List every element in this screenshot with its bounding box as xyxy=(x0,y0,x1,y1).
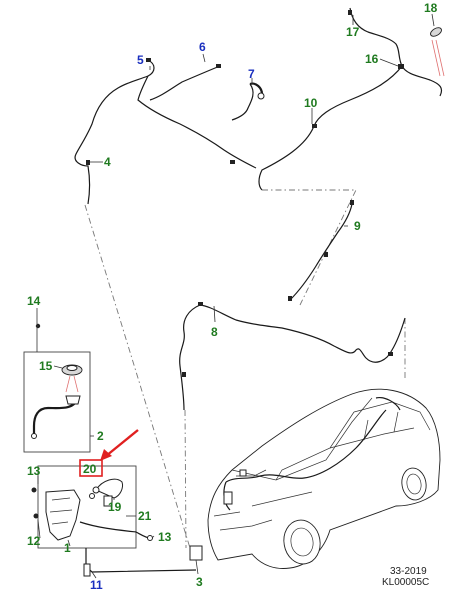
callout-3: 3 xyxy=(196,575,203,589)
callout-5: 5 xyxy=(137,53,144,67)
filler-neck-group xyxy=(23,308,91,453)
callout-20: 20 xyxy=(83,462,97,476)
callout-14: 14 xyxy=(27,294,41,308)
phantom-lines xyxy=(84,189,406,549)
callout-6: 6 xyxy=(199,40,206,54)
callout-13-upper: 13 xyxy=(27,464,41,478)
callout-15: 15 xyxy=(39,359,53,373)
vehicle-illustration xyxy=(207,388,441,569)
reference-year: 33-2019 xyxy=(390,566,427,577)
callout-1: 1 xyxy=(64,541,71,555)
callout-13-lower: 13 xyxy=(158,530,172,544)
reference-code: KL00005C xyxy=(382,577,430,588)
callout-2: 2 xyxy=(97,429,104,443)
callout-11: 11 xyxy=(90,578,103,590)
washer-hose-side xyxy=(179,203,406,411)
highlight-arrow xyxy=(100,429,139,461)
callout-7: 7 xyxy=(248,67,255,81)
callout-21: 21 xyxy=(138,509,152,523)
washer-jet-nozzle xyxy=(430,27,445,77)
callout-19: 19 xyxy=(108,500,122,514)
callout-8: 8 xyxy=(211,325,218,339)
hose-connector-7 xyxy=(249,82,265,100)
reservoir-pump-group xyxy=(31,465,203,577)
callout-12: 12 xyxy=(27,534,41,548)
hose-clips xyxy=(86,10,404,377)
callout-9: 9 xyxy=(354,219,361,233)
washer-hose-front xyxy=(74,59,257,205)
callouts: 1 2 3 4 5 6 7 8 9 10 11 12 13 13 14 15 1… xyxy=(27,1,438,590)
callout-10: 10 xyxy=(304,96,318,110)
callout-4: 4 xyxy=(104,155,111,169)
callout-18: 18 xyxy=(424,1,438,15)
callout-leaders xyxy=(37,13,435,579)
callout-16: 16 xyxy=(365,52,379,66)
callout-17: 17 xyxy=(346,25,360,39)
highlight-box xyxy=(79,459,103,477)
